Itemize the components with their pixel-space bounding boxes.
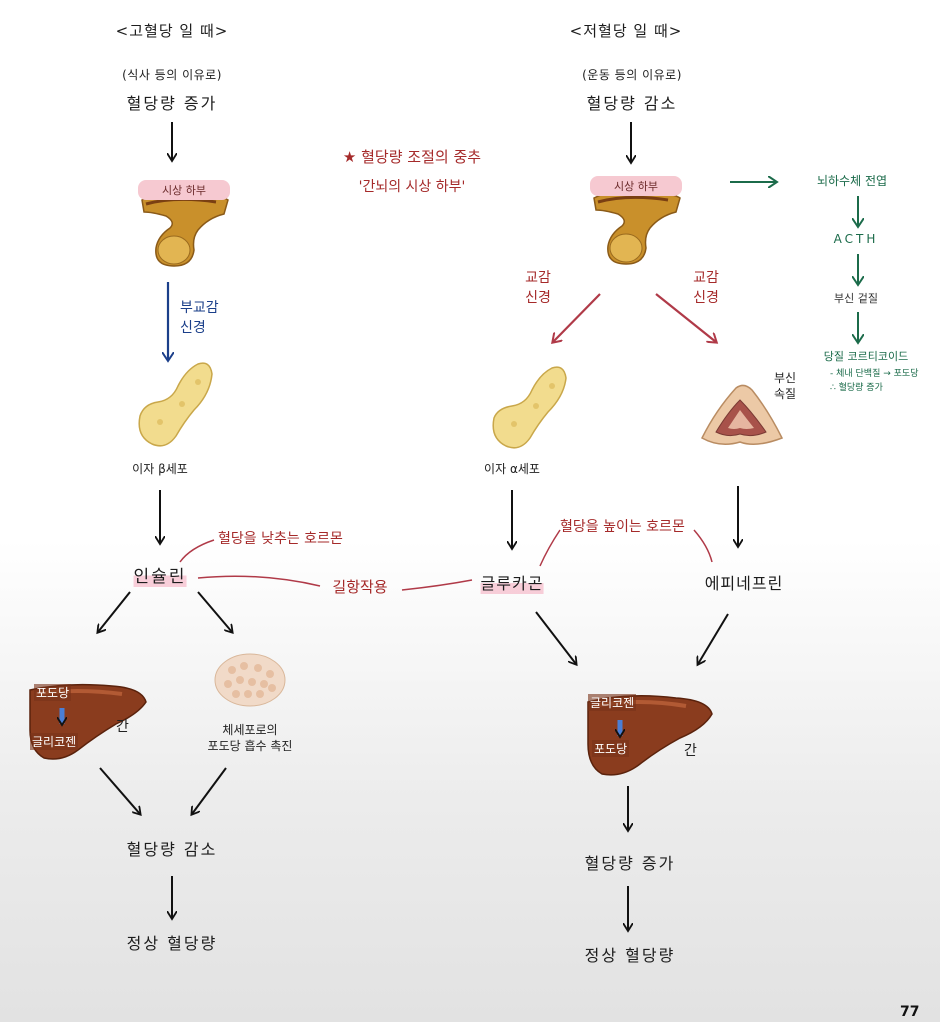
right-pancreas-label: 이자 α세포: [484, 462, 540, 476]
adrenal-figure: [696, 380, 786, 450]
pituitary-label: 뇌하수체 전엽: [816, 174, 888, 188]
adrenal-gland-icon: [701, 384, 784, 445]
arrow-glucagon-to-liver: [535, 611, 576, 664]
arrow-sympathetic-right: [655, 293, 716, 342]
lower-hormone-note: 혈당을 낮추는 호르몬: [218, 531, 343, 547]
center-note-line2: '간뇌의 시상 하부': [358, 179, 466, 195]
left-hypothalamus-figure: [136, 178, 232, 270]
left-state: 혈당량 증가: [126, 94, 218, 113]
left-liver-top-text: 포도당: [34, 684, 72, 701]
pancreas-icon: [492, 366, 567, 449]
right-state: 혈당량 감소: [586, 94, 678, 113]
left-hypothalamus-label: 시상 하부: [138, 180, 230, 200]
insulin-label: 인슐린: [133, 562, 187, 587]
left-pancreas-label: 이자 β세포: [132, 462, 188, 476]
arrow-insulin-to-liver: [98, 591, 131, 632]
right-pancreas-figure: [486, 362, 572, 452]
hypothalamus-icon: [141, 190, 229, 267]
glucocorticoid-note1: - 체내 단백질 → 포도당: [830, 369, 919, 379]
connector-raise-right: [693, 529, 713, 563]
arrow-liver-to-result: [99, 767, 140, 814]
connector-raise-left: [539, 529, 561, 567]
connector-antagonism-left: [197, 575, 321, 587]
right-nerve-right-label: 교감 신경: [693, 270, 719, 306]
adrenal-cortex-label: 부신 겉질: [834, 292, 878, 305]
left-liver-bottom-text: 글리코젠: [30, 733, 79, 750]
arrow-cells-to-result: [192, 767, 227, 814]
connector-lower-hormone: [179, 539, 215, 563]
cells-icon: [214, 653, 286, 707]
right-result: 혈당량 증가: [584, 854, 676, 873]
glucocorticoid-note2: ∴ 혈당량 증가: [830, 383, 883, 393]
arrow-insulin-to-cells: [197, 591, 232, 632]
antagonism-note: 길항작용: [332, 578, 388, 596]
right-hypothalamus-label: 시상 하부: [590, 176, 682, 196]
right-final: 정상 혈당량: [584, 946, 676, 965]
glucocorticoid-label: 당질 코르티코이드: [823, 350, 909, 363]
acth-label: ACTH: [833, 232, 879, 246]
corner-mark: 77: [900, 1004, 920, 1020]
right-liver-label: 간: [684, 743, 697, 759]
epinephrine-label: 에피네프린: [704, 574, 784, 593]
cells-label: 체세포로의 포도당 흡수 촉진: [207, 723, 293, 753]
center-note-line1: ★ 혈당량 조절의 중추: [342, 148, 482, 166]
raise-hormone-note: 혈당을 높이는 호르몬: [560, 519, 685, 535]
right-liver-bottom-text: 포도당: [592, 740, 630, 757]
connector-antagonism-right: [401, 579, 473, 591]
right-cause: (운동 등의 이유로): [582, 68, 682, 82]
adrenal-label: 부신 속질: [774, 371, 797, 401]
glucagon-label: 글루카곤: [480, 570, 544, 594]
left-title: <고혈당 일 때>: [115, 22, 229, 40]
pancreas-icon: [138, 362, 213, 447]
left-liver-label: 간: [116, 719, 129, 735]
left-nerve-label: 부교감 신경: [180, 300, 219, 336]
right-liver-top-text: 글리코젠: [588, 694, 637, 711]
left-cause: (식사 등의 이유로): [122, 68, 222, 82]
right-nerve-left-label: 교감 신경: [525, 270, 551, 306]
left-pancreas-figure: [132, 356, 218, 452]
left-final: 정상 혈당량: [126, 934, 218, 953]
right-title: <저혈당 일 때>: [569, 22, 683, 40]
body-cells-figure: [212, 652, 288, 708]
arrow-sympathetic-left: [553, 293, 601, 342]
left-result: 혈당량 감소: [126, 840, 218, 859]
arrow-epinephrine-to-liver: [698, 613, 729, 664]
